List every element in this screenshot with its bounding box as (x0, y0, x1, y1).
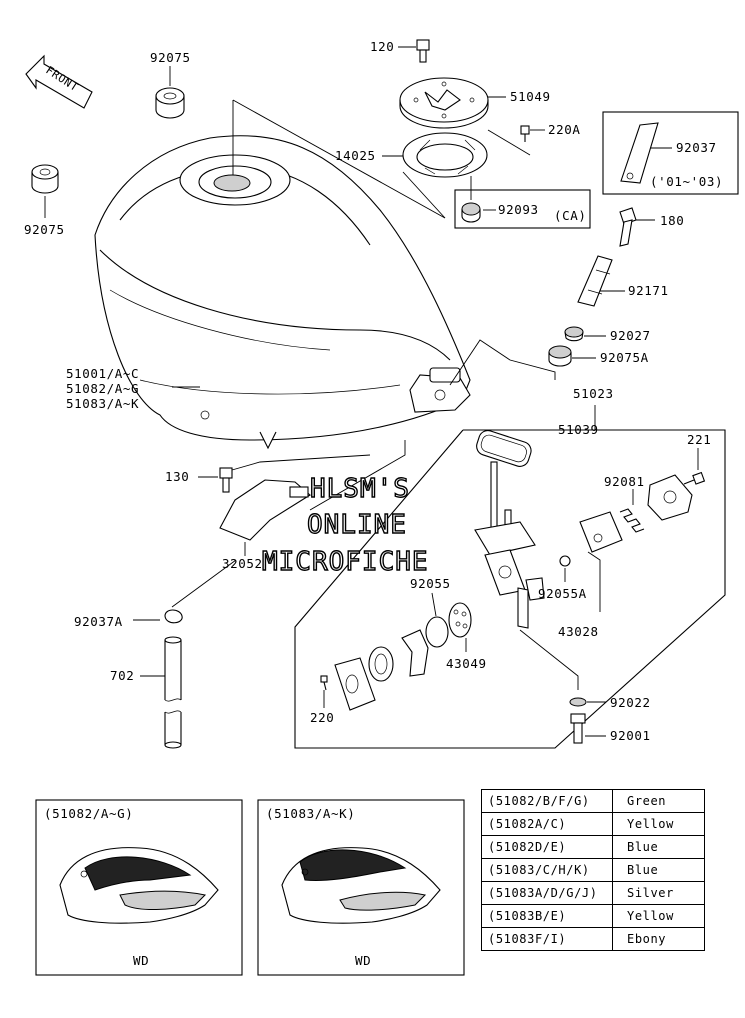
label-51082: 51082/A~G (66, 381, 139, 396)
lever-cover-43028 (579, 474, 693, 612)
label-92055A: 92055A (538, 586, 587, 601)
gasket-43049 (448, 602, 472, 652)
color-table-code: (51082/B/F/G) (481, 789, 613, 813)
color-table-row: (51082A/C)Yellow (481, 812, 705, 836)
fuel-cock-body (474, 461, 545, 629)
clip-92037A (133, 559, 237, 624)
color-table-color: Blue (612, 858, 705, 882)
label-92027: 92027 (610, 328, 651, 343)
color-table-code: (51082A/C) (481, 812, 613, 836)
label-92055: 92055 (410, 576, 451, 591)
color-table-row: (51083A/D/G/J)Silver (481, 881, 705, 905)
color-table-color: Green (612, 789, 705, 813)
hose-702 (140, 636, 182, 749)
grommet-92075A (548, 345, 596, 367)
oring-92055 (425, 592, 449, 648)
oring-92055A (559, 555, 571, 582)
variant-box-51083 (257, 799, 465, 976)
label-92037A: 92037A (74, 614, 123, 629)
color-table-row: (51082/B/F/G)Green (481, 789, 705, 813)
label-92022: 92022 (610, 695, 651, 710)
variant-title-51082: (51082/A~G) (44, 806, 133, 821)
watermark: HLSM'S ONLINE MICROFICHE (261, 473, 429, 577)
label-92171: 92171 (628, 283, 669, 298)
label-221: 221 (687, 432, 711, 447)
color-table-code: (51083A/D/G/J) (481, 881, 613, 905)
color-table-color: Yellow (612, 812, 705, 836)
label-51049: 51049 (510, 89, 551, 104)
cover-92037-box (602, 111, 739, 195)
spring-92081 (619, 489, 645, 533)
screw-220 (320, 675, 328, 708)
fuel-tank-51001 (94, 99, 556, 450)
color-table-code: (51082D/E) (481, 835, 613, 859)
grommet-92093-box (454, 176, 591, 229)
cap-51049 (399, 77, 506, 129)
label-51023: 51023 (573, 386, 614, 401)
label-92001: 92001 (610, 728, 651, 743)
label-51083: 51083/A~K (66, 396, 139, 411)
label-92075-top: 92075 (150, 50, 191, 65)
color-code-table: (51082/B/F/G)Green(51082A/C)Yellow(51082… (481, 789, 705, 951)
color-table-row: (51083/C/H/K)Blue (481, 858, 705, 882)
label-702: 702 (110, 668, 134, 683)
gasket-14025 (382, 132, 488, 219)
washer-92027 (564, 326, 606, 342)
color-table-color: Silver (612, 881, 705, 905)
label-51001: 51001/A~C (66, 366, 139, 381)
bracket-32052 (219, 440, 406, 556)
variant-box-51082 (35, 799, 243, 976)
color-table-code: (51083/C/H/K) (481, 858, 613, 882)
label-92081: 92081 (604, 474, 645, 489)
oring-51039 (476, 429, 554, 467)
label-43049: 43049 (446, 656, 487, 671)
label-01-03: ('01~'03) (650, 174, 723, 189)
color-table-color: Blue (612, 835, 705, 859)
label-220: 220 (310, 710, 334, 725)
fuel-cock-assembly-51023 (294, 405, 726, 749)
label-32052: 32052 (222, 556, 263, 571)
color-table-color: Yellow (612, 904, 705, 928)
bolt-120 (398, 39, 430, 63)
label-120: 120 (370, 39, 394, 54)
label-92037: 92037 (676, 140, 717, 155)
watermark-line-3: MICROFICHE (262, 547, 429, 577)
color-table-row: (51083B/E)Yellow (481, 904, 705, 928)
bolt-130 (198, 454, 371, 493)
label-43028: 43028 (558, 624, 599, 639)
color-table-row: (51082D/E)Blue (481, 835, 705, 859)
variant-footer-51083: WD (355, 953, 371, 968)
collar-92171 (577, 255, 625, 307)
screw-220A (487, 125, 545, 156)
label-92093: 92093 (498, 202, 539, 217)
label-14025: 14025 (335, 148, 376, 163)
washer-92022-bolt-92001 (519, 629, 606, 744)
lever-and-plate (334, 629, 429, 711)
color-table-code: (51083B/E) (481, 904, 613, 928)
label-ca: (CA) (554, 208, 587, 223)
variant-footer-51082: WD (133, 953, 149, 968)
grommet-92075-left (31, 164, 59, 218)
label-130: 130 (165, 469, 189, 484)
screw-221 (683, 448, 706, 485)
label-92075-left: 92075 (24, 222, 65, 237)
variant-title-51083: (51083/A~K) (266, 806, 355, 821)
front-arrow-icon: FRONT (25, 54, 93, 109)
label-92075A: 92075A (600, 350, 649, 365)
color-table-code: (51083F/I) (481, 927, 613, 951)
label-180: 180 (660, 213, 684, 228)
watermark-line-1: HLSM'S (310, 474, 410, 504)
grommet-92075-top (155, 66, 185, 119)
color-table-color: Ebony (612, 927, 705, 951)
color-table-row: (51083F/I)Ebony (481, 927, 705, 951)
watermark-line-2: ONLINE (307, 510, 407, 540)
bolt-180 (619, 207, 655, 247)
label-220A: 220A (548, 122, 581, 137)
label-51039: 51039 (558, 422, 599, 437)
